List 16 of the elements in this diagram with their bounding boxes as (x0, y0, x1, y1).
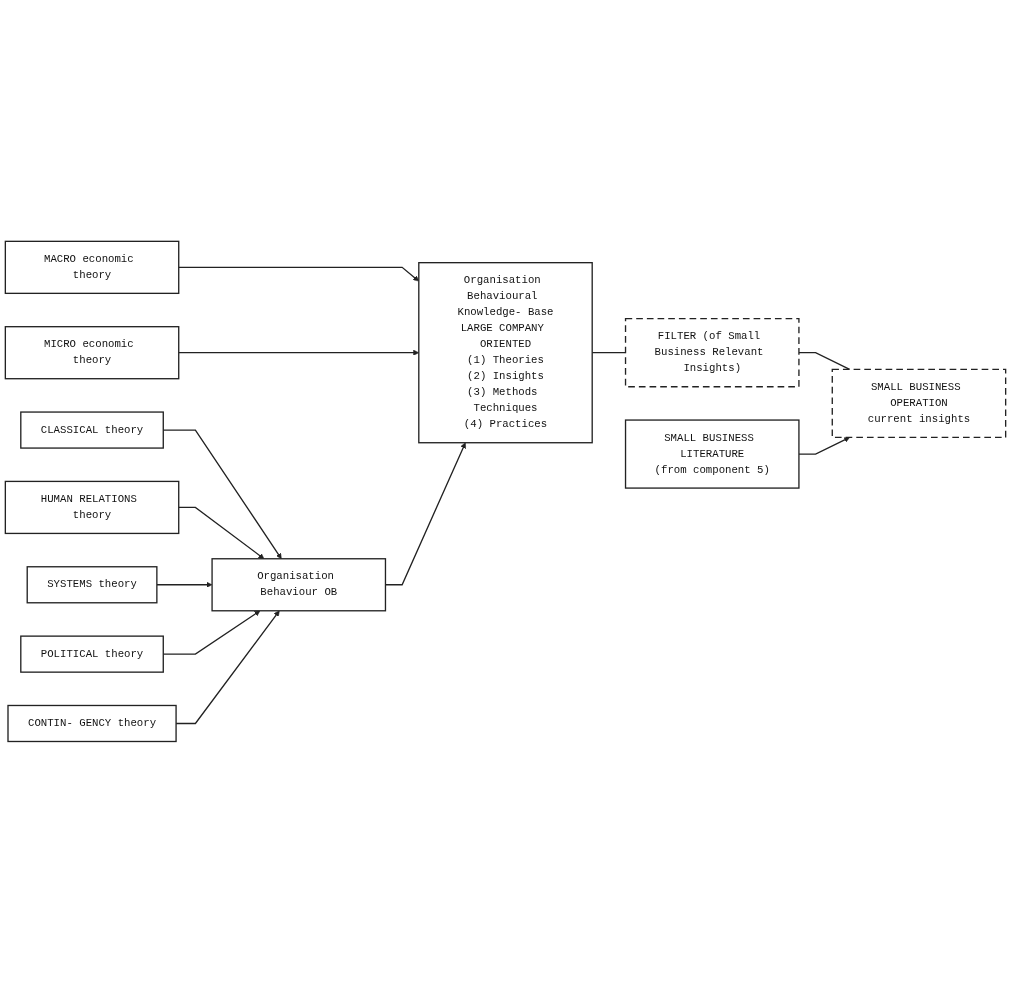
node-box: MACRO economic theory (4, 240, 180, 295)
node-box: CLASSICAL theory (20, 411, 164, 449)
node-box: SYSTEMS theory (26, 566, 158, 604)
node-box: SMALL BUSINESS LITERATURE (from component 5) (624, 419, 800, 489)
connector (798, 352, 851, 371)
arrow (798, 437, 850, 455)
arrow (156, 581, 213, 588)
node-box: POLITICAL theory (20, 635, 164, 673)
node-box: MICRO economic theory (4, 326, 180, 380)
node-box: SMALL BUSINESS OPERATION current insights (831, 368, 1007, 439)
arrow (178, 506, 265, 560)
node-box: CONTIN- GENCY theory (7, 704, 177, 743)
node-box: FILTER (of Small Business Relevant Insights) (624, 318, 800, 388)
node-box: HUMAN RELATIONS theory (4, 480, 180, 535)
node-box: Organisation Behaviour OB (211, 558, 387, 612)
node-box: Organisation Behavioural Knowledge- Base LARGE COMPANY ORIENTED (1) Theories (2) Insights (3) Methods Techniques (4) Practices (418, 262, 593, 444)
